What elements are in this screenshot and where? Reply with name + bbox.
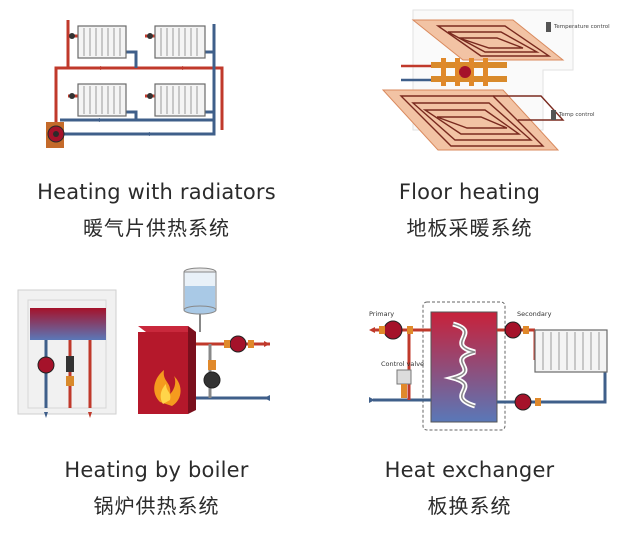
- tile-radiators: Heating with radiators 暖气片供热系统: [0, 0, 313, 260]
- caption-zh: 锅炉供热系统: [93, 494, 220, 518]
- expansion-tank: [183, 267, 217, 332]
- tile-floor-heating: Temperature control Temp control Floor h…: [313, 0, 626, 260]
- pump-secondary: [504, 321, 529, 339]
- heat-exchanger-unit: [430, 311, 498, 423]
- tile-heat-exchanger: Primary Control valve Secondary Heat exc…: [313, 260, 626, 546]
- supply-pipe: [54, 66, 224, 148]
- radiator-bottom-right: [154, 83, 206, 117]
- caption-zh: 地板采暖系统: [406, 216, 533, 240]
- pump-return: [514, 393, 541, 411]
- pump-lower: [203, 360, 221, 389]
- radiator-bottom-left: [77, 83, 127, 117]
- label-control-valve: Control valve: [381, 360, 424, 368]
- caption-zh: 暖气片供热系统: [83, 216, 230, 240]
- tile-boiler: Heating by boiler 锅炉供热系统: [0, 260, 313, 546]
- floor-heating-diagram: Temperature control Temp control: [381, 9, 610, 151]
- caption-zh: 板换系统: [427, 494, 512, 518]
- radiator: [534, 329, 608, 373]
- caption-en: Heating with radiators: [37, 180, 276, 204]
- boiler: [138, 326, 196, 414]
- label-temperature-control: Temperature control: [553, 24, 610, 30]
- pump-upper: [224, 335, 254, 353]
- radiator-top-left: [77, 25, 127, 59]
- label-secondary: Secondary: [517, 310, 552, 318]
- caption-en: Heat exchanger: [384, 458, 555, 482]
- radiator-heating-diagram: [46, 20, 224, 148]
- heat-exchanger-diagram: Primary Control valve Secondary: [369, 301, 608, 431]
- control-valve: [396, 369, 412, 398]
- label-primary: Primary: [369, 310, 394, 318]
- manifold: [431, 58, 507, 86]
- floor-slab-lower: [381, 89, 565, 151]
- pump-primary: [379, 320, 413, 340]
- floor-slab-upper: [411, 19, 565, 61]
- caption-en: Floor heating: [398, 180, 541, 204]
- boiler-heating-diagram: [17, 267, 270, 418]
- label-temp-control: Temp control: [558, 112, 595, 118]
- circulation-pump: [46, 122, 65, 148]
- radiator-top-right: [154, 25, 206, 59]
- wall-boiler-cabinet: [17, 289, 117, 418]
- caption-en: Heating by boiler: [64, 458, 249, 482]
